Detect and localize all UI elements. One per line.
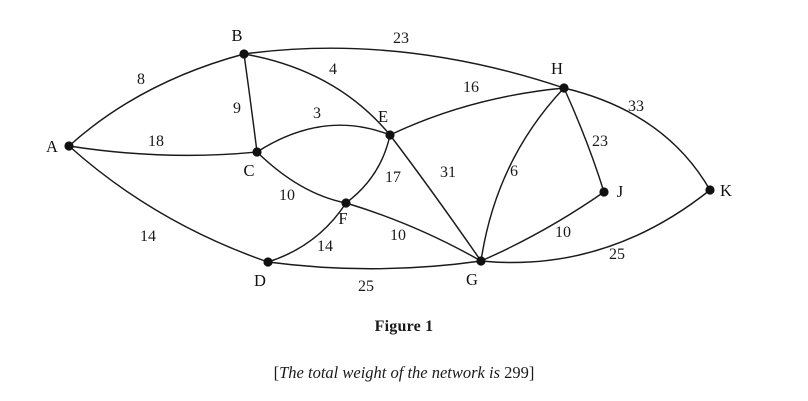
edge-weight-e-g: 31 bbox=[440, 164, 456, 181]
edge-f-g bbox=[345, 202, 482, 262]
edge-e-f bbox=[345, 134, 391, 204]
node-h bbox=[559, 83, 569, 93]
node-c bbox=[252, 147, 262, 157]
edge-weight-a-d: 14 bbox=[140, 228, 156, 245]
edge-weight-f-g: 10 bbox=[390, 227, 406, 244]
figure-caption: Figure 1 bbox=[374, 318, 434, 335]
edge-e-g bbox=[389, 134, 482, 262]
edge-b-c bbox=[243, 53, 258, 153]
node-a bbox=[64, 141, 74, 151]
edge-weight-e-f: 17 bbox=[385, 169, 401, 186]
edge-weight-b-h: 23 bbox=[393, 30, 409, 47]
edge-weight-g-k: 25 bbox=[609, 246, 625, 263]
edge-weight-c-e: 3 bbox=[313, 105, 321, 122]
edge-g-k bbox=[480, 189, 711, 264]
edge-weight-b-c: 9 bbox=[233, 100, 241, 117]
edge-weight-a-b: 8 bbox=[137, 71, 145, 88]
node-j bbox=[599, 187, 609, 197]
edge-a-d bbox=[68, 145, 269, 263]
edge-h-j bbox=[563, 87, 605, 193]
edge-g-j bbox=[480, 191, 605, 262]
edge-weight-g-h: 6 bbox=[510, 163, 518, 180]
node-g bbox=[476, 256, 486, 266]
edge-weight-h-j: 23 bbox=[592, 133, 608, 150]
node-label-j: J bbox=[617, 182, 624, 201]
edge-weight-c-f: 10 bbox=[279, 187, 295, 204]
node-label-d: D bbox=[254, 271, 266, 290]
node-label-k: K bbox=[720, 181, 732, 200]
edge-a-b bbox=[68, 53, 245, 147]
node-d bbox=[263, 257, 273, 267]
edge-weight-labels-layer: 8 18 14 9 4 23 3 10 14 25 17 31 16 10 6 10 25 23 33 bbox=[137, 30, 644, 295]
edge-weight-e-h: 16 bbox=[463, 79, 479, 96]
edge-weight-d-g: 25 bbox=[358, 278, 374, 295]
edge-weight-h-k: 33 bbox=[628, 98, 644, 115]
edge-b-h bbox=[243, 47, 565, 89]
node-label-e: E bbox=[378, 107, 388, 126]
nodes-layer: A B C D E F G H J K bbox=[46, 26, 732, 290]
edge-g-h bbox=[480, 87, 565, 262]
edges-layer bbox=[68, 47, 711, 270]
edge-e-h bbox=[389, 87, 565, 136]
edge-c-f bbox=[256, 151, 347, 204]
edge-weight-a-c: 18 bbox=[148, 133, 164, 150]
node-label-b: B bbox=[231, 26, 242, 45]
note-italic-text: The total weight of the network is bbox=[279, 363, 505, 382]
node-label-h: H bbox=[551, 59, 563, 78]
edge-weight-d-f: 14 bbox=[317, 238, 333, 255]
edge-b-e bbox=[243, 53, 391, 136]
note-close-bracket: ] bbox=[528, 363, 535, 382]
node-label-g: G bbox=[466, 270, 478, 289]
total-weight-note: [The total weight of the network is 299] bbox=[0, 363, 808, 383]
note-open-bracket: [ bbox=[273, 363, 280, 382]
edge-h-k bbox=[563, 87, 711, 191]
edge-weight-g-j: 10 bbox=[555, 224, 571, 241]
node-label-a: A bbox=[46, 137, 58, 156]
note-total-value: 299 bbox=[504, 363, 529, 382]
node-label-f: F bbox=[338, 209, 347, 228]
edge-d-f bbox=[267, 202, 347, 263]
node-label-c: C bbox=[243, 161, 254, 180]
edge-a-c bbox=[68, 145, 258, 157]
edge-weight-b-e: 4 bbox=[329, 61, 337, 78]
node-k bbox=[705, 185, 715, 195]
node-e bbox=[385, 130, 395, 140]
node-b bbox=[239, 49, 249, 59]
edge-c-e bbox=[256, 124, 391, 153]
edge-d-g bbox=[267, 260, 482, 270]
node-f bbox=[341, 198, 351, 208]
